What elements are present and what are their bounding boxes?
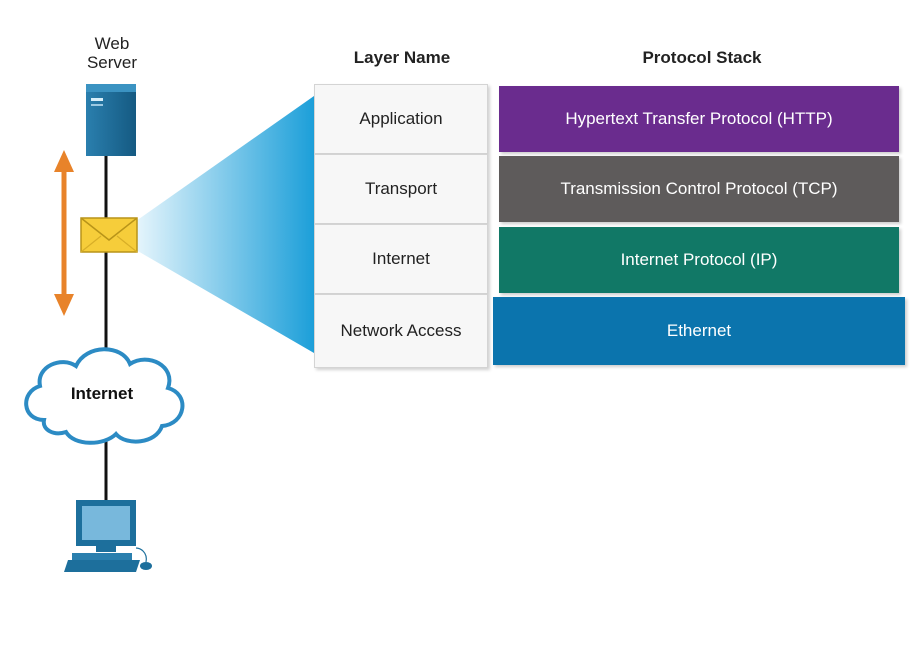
protocol-label-ip: Internet Protocol (IP): [620, 250, 778, 269]
envelope-icon: [80, 217, 138, 253]
layer-expansion-beam: [136, 96, 314, 353]
protocol-label-tcp: Transmission Control Protocol (TCP): [560, 179, 838, 198]
bidirectional-arrow-icon: [54, 150, 74, 316]
layer-label-network-access: Network Access: [340, 321, 462, 340]
layer-cell-application: Application: [314, 84, 488, 154]
layer-cell-network-access: Network Access: [314, 294, 488, 368]
protocol-label-ethernet: Ethernet: [666, 321, 732, 340]
protocol-block-tcp: Transmission Control Protocol (TCP): [499, 156, 899, 222]
internet-cloud-icon: [24, 347, 185, 445]
layer-label-application: Application: [359, 109, 443, 128]
web-server-label: Web Server: [86, 34, 138, 72]
client-pc-icon: [64, 500, 152, 572]
protocol-block-http: Hypertext Transfer Protocol (HTTP): [499, 86, 899, 152]
layer-label-internet: Internet: [372, 249, 430, 268]
layer-label-transport: Transport: [364, 179, 438, 198]
layer-cell-internet: Internet: [314, 224, 488, 294]
layer-name-header: Layer Name: [353, 48, 451, 67]
protocol-block-ethernet: Ethernet: [493, 297, 905, 365]
protocol-stack-header: Protocol Stack: [642, 48, 762, 67]
web-server-icon: [86, 84, 136, 156]
layer-cell-transport: Transport: [314, 154, 488, 224]
protocol-block-ip: Internet Protocol (IP): [499, 227, 899, 293]
internet-cloud-label: Internet: [70, 384, 134, 403]
protocol-label-http: Hypertext Transfer Protocol (HTTP): [565, 109, 833, 128]
